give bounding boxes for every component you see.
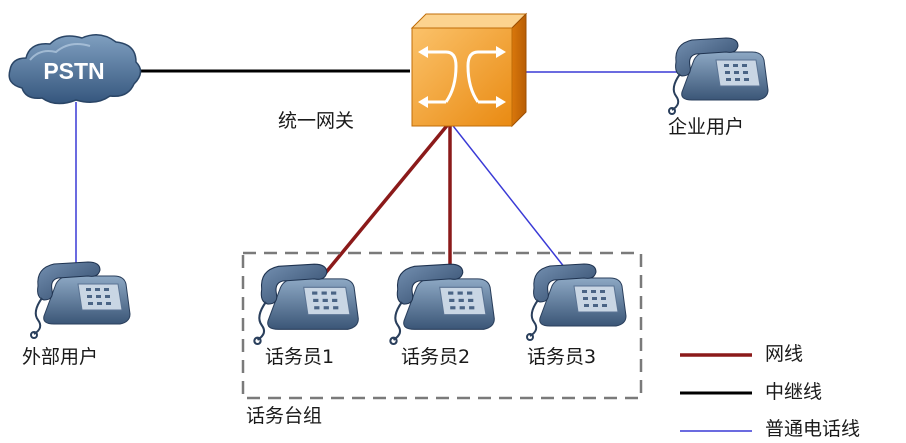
external-user-label: 外部用户	[22, 346, 99, 368]
operator-3-phone-icon	[526, 263, 627, 341]
operator-group-box	[241, 251, 643, 400]
gateway-label: 统一网关	[278, 110, 355, 132]
enterprise-user-label: 企业用户	[668, 116, 745, 138]
gateway-switch-icon	[410, 12, 528, 128]
operator-2-phone-icon	[389, 263, 496, 346]
phone-line-operator-3	[449, 121, 577, 283]
operator-2-label: 话务员2	[401, 346, 471, 368]
network-line-operator-1	[316, 120, 452, 284]
legend-trunk-line-label: 中继线	[765, 381, 823, 403]
operator-1-phone-icon	[253, 263, 360, 346]
legend-phone-line-label: 普通电话线	[765, 418, 861, 440]
legend-network-line-label: 网线	[765, 343, 804, 365]
enterprise-user-phone-icon	[668, 37, 769, 115]
pstn-label: PSTN	[43, 58, 104, 84]
external-user-phone-icon	[30, 261, 131, 339]
pstn-cloud-icon	[8, 34, 142, 105]
operator-1-label: 话务员1	[265, 346, 335, 368]
operator-group-label: 话务台组	[246, 405, 323, 427]
operator-3-label: 话务员3	[527, 346, 597, 368]
